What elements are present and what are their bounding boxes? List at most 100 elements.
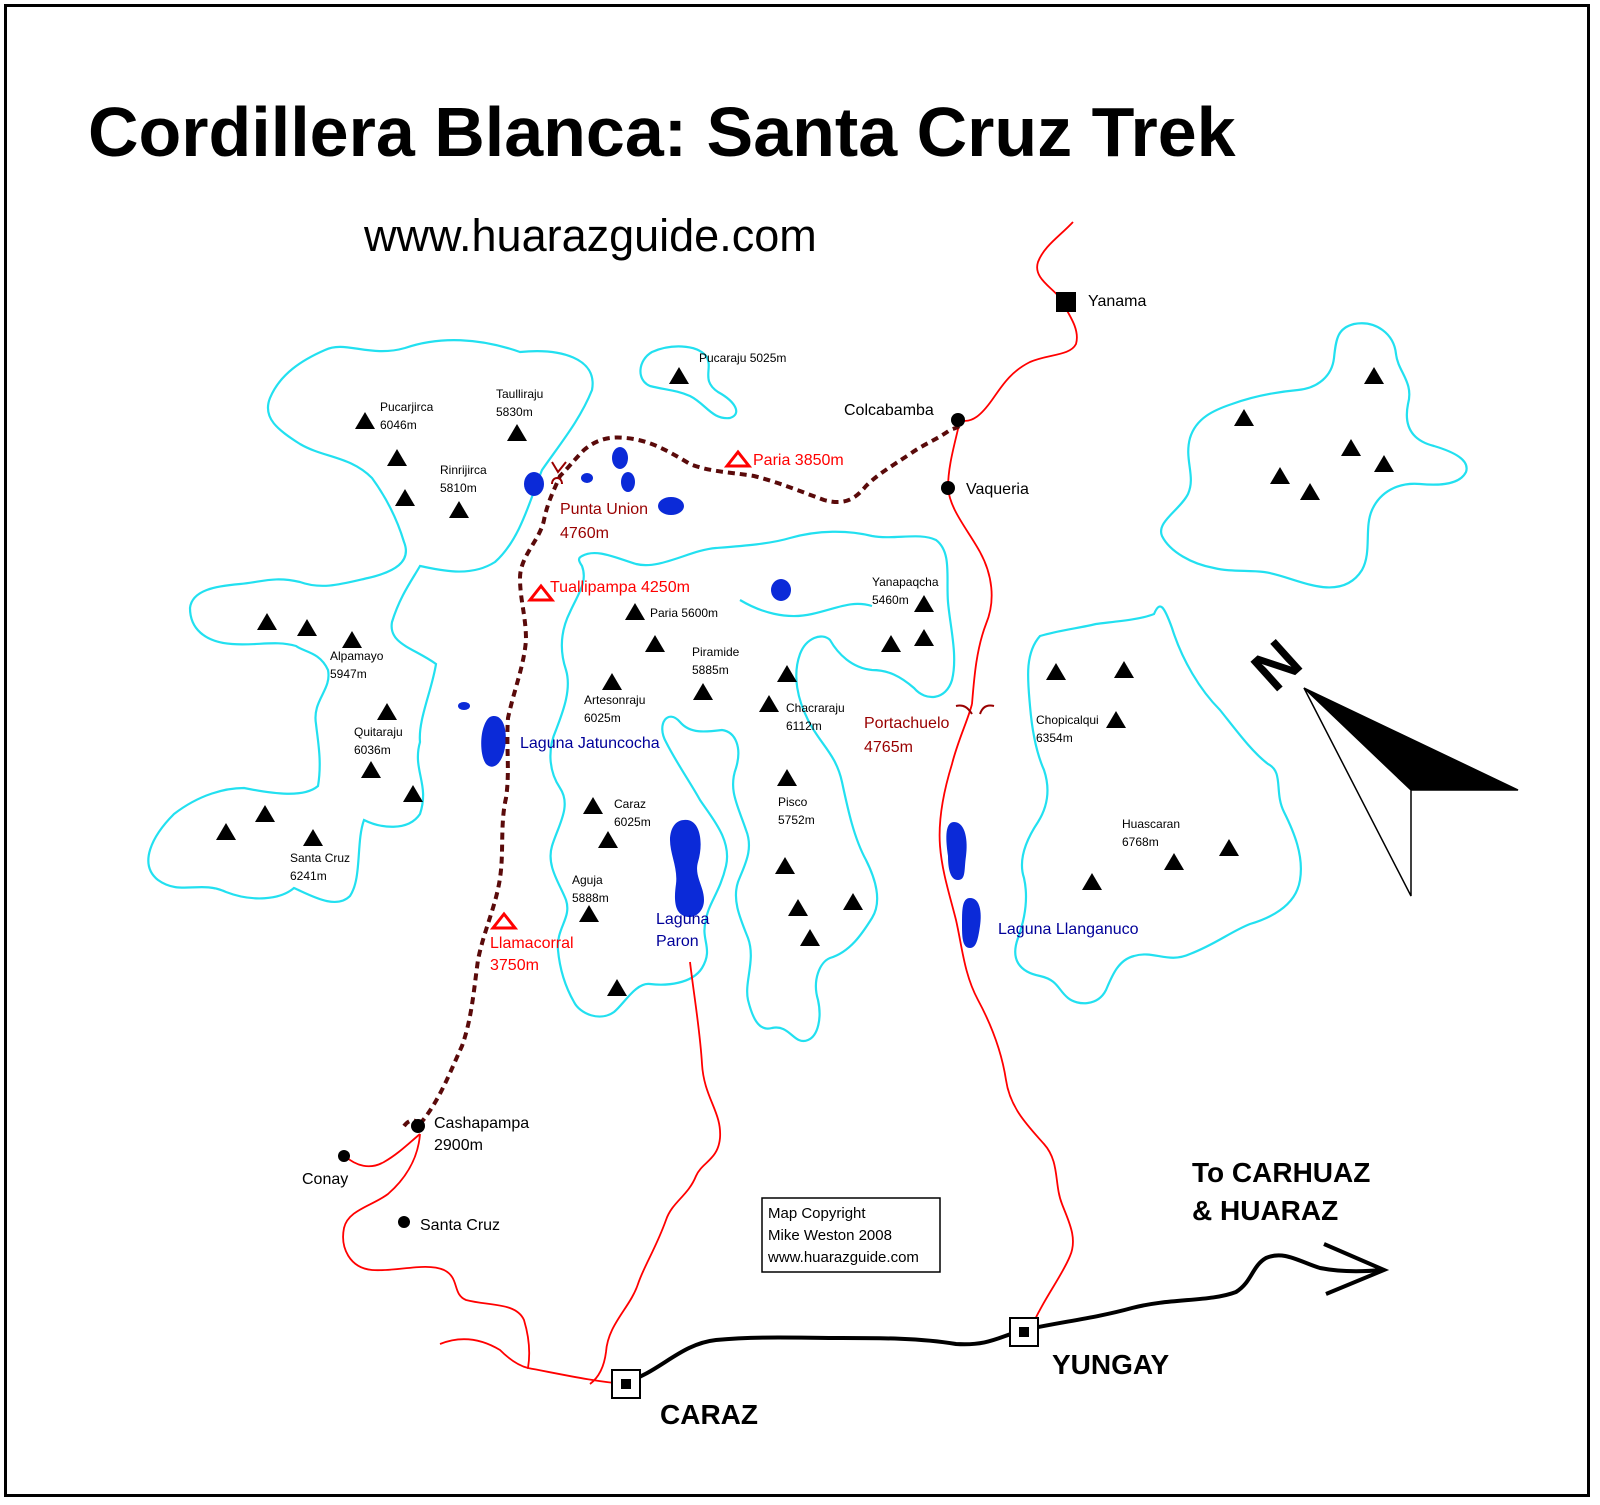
copyright-line-1: Map Copyright [768,1205,866,1222]
label-piramide-alt: 5885m [692,663,729,677]
mountain-icon [1106,711,1126,728]
mountain-icon [1374,455,1394,472]
label-punta-union-alt: 4760m [560,525,609,542]
label-laguna-llanganuco: Laguna Llanganuco [998,921,1139,938]
north-label: N [1239,627,1314,703]
label-huascaran: Huascaran [1122,817,1180,831]
label-punta-union: Punta Union [560,501,648,518]
label-chacraraju: Chacraraju [786,701,845,715]
mountain-icon [800,929,820,946]
label-pucarjirca: Pucarjirca [380,400,434,414]
road-portachuelo-yungay [938,703,1074,1331]
portachuelo-pass-icon [979,704,995,715]
lake [658,497,684,515]
mountain-icon [843,893,863,910]
label-laguna-paron-2: Paron [656,933,699,950]
label-laguna-paron-1: Laguna [656,911,709,928]
mountain-icon [257,613,277,630]
colcabamba-marker [951,413,965,427]
mountain-icon [1234,409,1254,426]
label-artesonraju-alt: 6025m [584,711,621,725]
mountain-icon [645,635,665,652]
label-camp-paria: Paria 3850m [753,452,844,469]
label-artesonraju: Artesonraju [584,693,645,707]
mountain-icon [361,761,381,778]
label-pucaraju: Pucaraju 5025m [699,351,786,365]
mountain-icon [625,603,645,620]
label-caraz-peak: Caraz [614,797,646,811]
santa-cruz-village-marker [398,1216,410,1228]
mountain-icon [602,673,622,690]
label-santacruz-peak-alt: 6241m [290,869,327,883]
label-santacruz-peak: Santa Cruz [290,851,350,865]
label-alpamayo: Alpamayo [330,649,384,663]
highway-line [625,1253,1383,1384]
mountain-icon [507,424,527,441]
mountain-icon [788,899,808,916]
roads [342,221,1078,1385]
mountain-icon [403,785,423,802]
label-town-caraz: CARAZ [660,1399,758,1430]
lake [524,472,544,496]
mountain-icon [881,635,901,652]
road-vaqueria-portachuelo [947,487,993,705]
label-aguja-alt: 5888m [572,891,609,905]
glacier-paria [549,530,956,1043]
mountain-icon [777,769,797,786]
label-chopicalqui-alt: 6354m [1036,731,1073,745]
mountain-icon [449,501,469,518]
lake [458,702,470,710]
cashapampa-marker [411,1119,425,1133]
label-caraz-peak-alt: 6025m [614,815,651,829]
label-taulliraju-alt: 5830m [496,405,533,419]
label-santa-cruz-village: Santa Cruz [420,1217,500,1234]
label-conay: Conay [302,1171,348,1188]
portachuelo-pass-icon [955,704,973,715]
label-laguna-jatuncocha: Laguna Jatuncocha [520,735,660,752]
mountain-icon [583,797,603,814]
camp-icon [489,911,519,930]
road-santacruz-caraz [342,1133,627,1385]
label-alpamayo-alt: 5947m [330,667,367,681]
mountain-peaks [216,367,1394,996]
copyright-box: Map Copyright Mike Weston 2008 www.huara… [761,1197,941,1273]
mountain-icon [914,629,934,646]
label-town-yungay: YUNGAY [1052,1349,1170,1380]
vaqueria-marker [941,481,955,495]
lake [771,579,791,601]
label-yanapaqcha: Yanapaqcha [872,575,939,589]
label-to-huaraz: & HUARAZ [1192,1195,1338,1226]
glacier-huascaran [1014,605,1302,1005]
label-yanapaqcha-alt: 5460m [872,593,909,607]
label-chopicalqui: Chopicalqui [1036,713,1099,727]
label-paria-peak: Paria 5600m [650,606,718,620]
map-title: Cordillera Blanca: Santa Cruz Trek [88,93,1236,171]
glacier-northwest [147,339,594,904]
lake-llanganuco-lower [962,898,981,948]
mountain-icon [1114,661,1134,678]
mountain-icon [377,703,397,720]
punta-union-pass-icon [551,461,567,474]
mountain-icon [1046,663,1066,680]
road-yanama [959,221,1078,422]
label-cashapampa: Cashapampa [434,1115,529,1132]
mountain-icon [775,857,795,874]
road-paron [589,961,721,1385]
mountain-icon [1341,439,1361,456]
mountain-icon [579,905,599,922]
label-to-carhuaz: To CARHUAZ [1192,1157,1370,1188]
label-quitaraju-alt: 6036m [354,743,391,757]
yungay-marker [1009,1317,1039,1347]
lake-llanganuco-upper [946,822,967,880]
mountain-icon [303,829,323,846]
pass-markers [551,461,995,715]
lake [612,447,628,469]
mountain-icon [1082,873,1102,890]
label-camp-llamacorral-alt: 3750m [490,957,539,974]
lakes [458,447,981,948]
lake [621,472,635,492]
label-rinrijirca: Rinrijirca [440,463,487,477]
glacier-outlines [147,322,1468,1043]
label-pucarjirca-alt: 6046m [380,418,417,432]
